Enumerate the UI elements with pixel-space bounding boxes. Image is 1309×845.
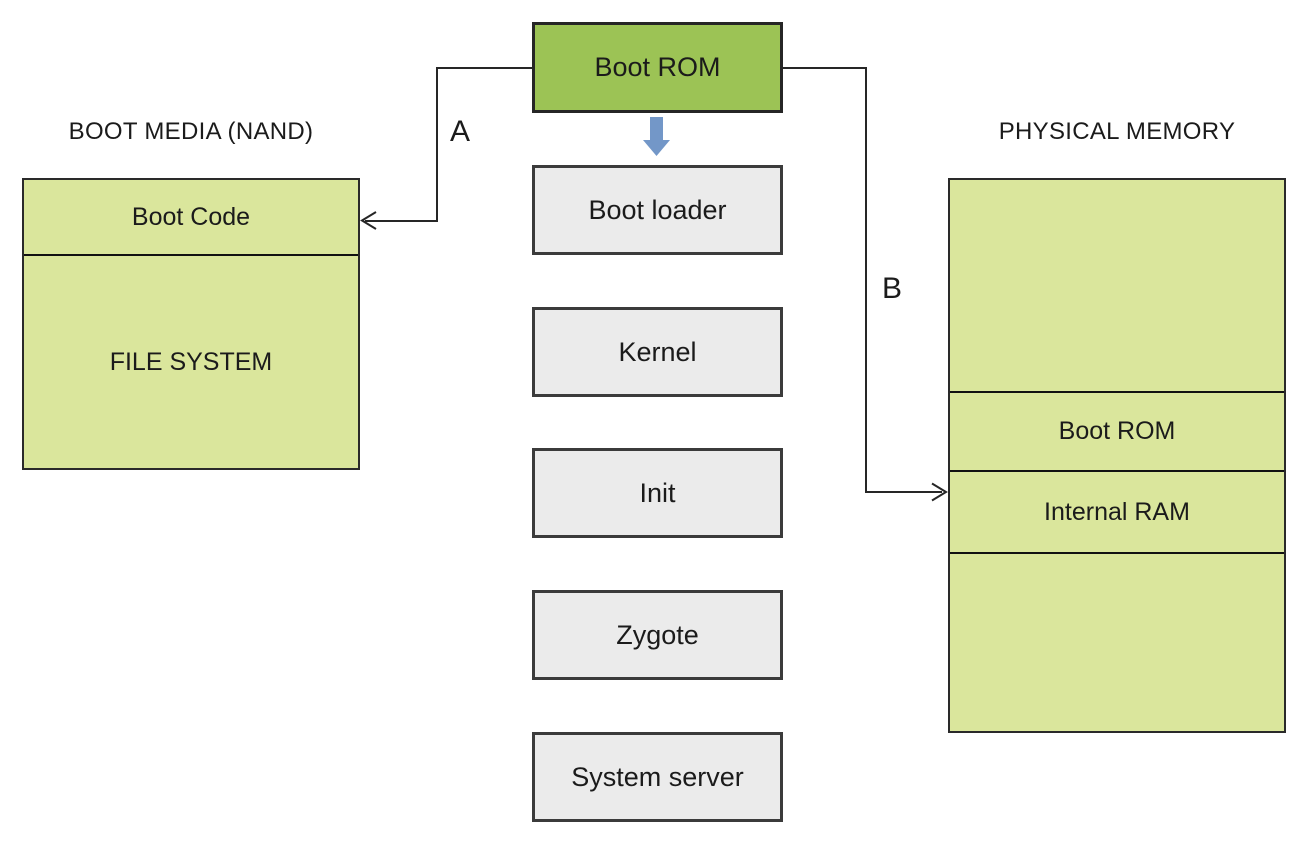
connector-b-arrowhead [931,482,948,502]
stage-init: Init [532,448,783,538]
connector-b-label: B [882,272,903,305]
connector-b-line [783,67,942,493]
memory-segment-empty-top [950,180,1284,391]
physical-memory-box: Boot ROM Internal RAM [948,178,1286,733]
connector-a-arrowhead [360,211,377,230]
connector-a-label: A [450,115,471,148]
memory-boot-rom-label: Boot ROM [1058,417,1176,445]
physical-memory-heading: PHYSICAL MEMORY [998,118,1236,145]
down-arrow-icon [643,117,670,156]
boot-media-box: Boot Code FILE SYSTEM [22,178,360,470]
memory-segment-boot-rom: Boot ROM [950,391,1284,470]
memory-segment-empty-bottom [950,552,1284,731]
boot-code-label: Boot Code [131,202,251,231]
stage-zygote: Zygote [532,590,783,680]
file-system-segment: FILE SYSTEM [24,254,358,468]
boot-media-heading: BOOT MEDIA (NAND) [68,118,314,145]
stage-system-server: System server [532,732,783,822]
stage-kernel: Kernel [532,307,783,397]
connector-a-line [365,67,532,222]
memory-segment-internal-ram: Internal RAM [950,470,1284,552]
stage-boot-loader: Boot loader [532,165,783,255]
boot-rom-box: Boot ROM [532,22,783,113]
file-system-label: FILE SYSTEM [109,347,273,376]
memory-internal-ram-label: Internal RAM [1044,497,1190,526]
boot-code-segment: Boot Code [24,180,358,254]
